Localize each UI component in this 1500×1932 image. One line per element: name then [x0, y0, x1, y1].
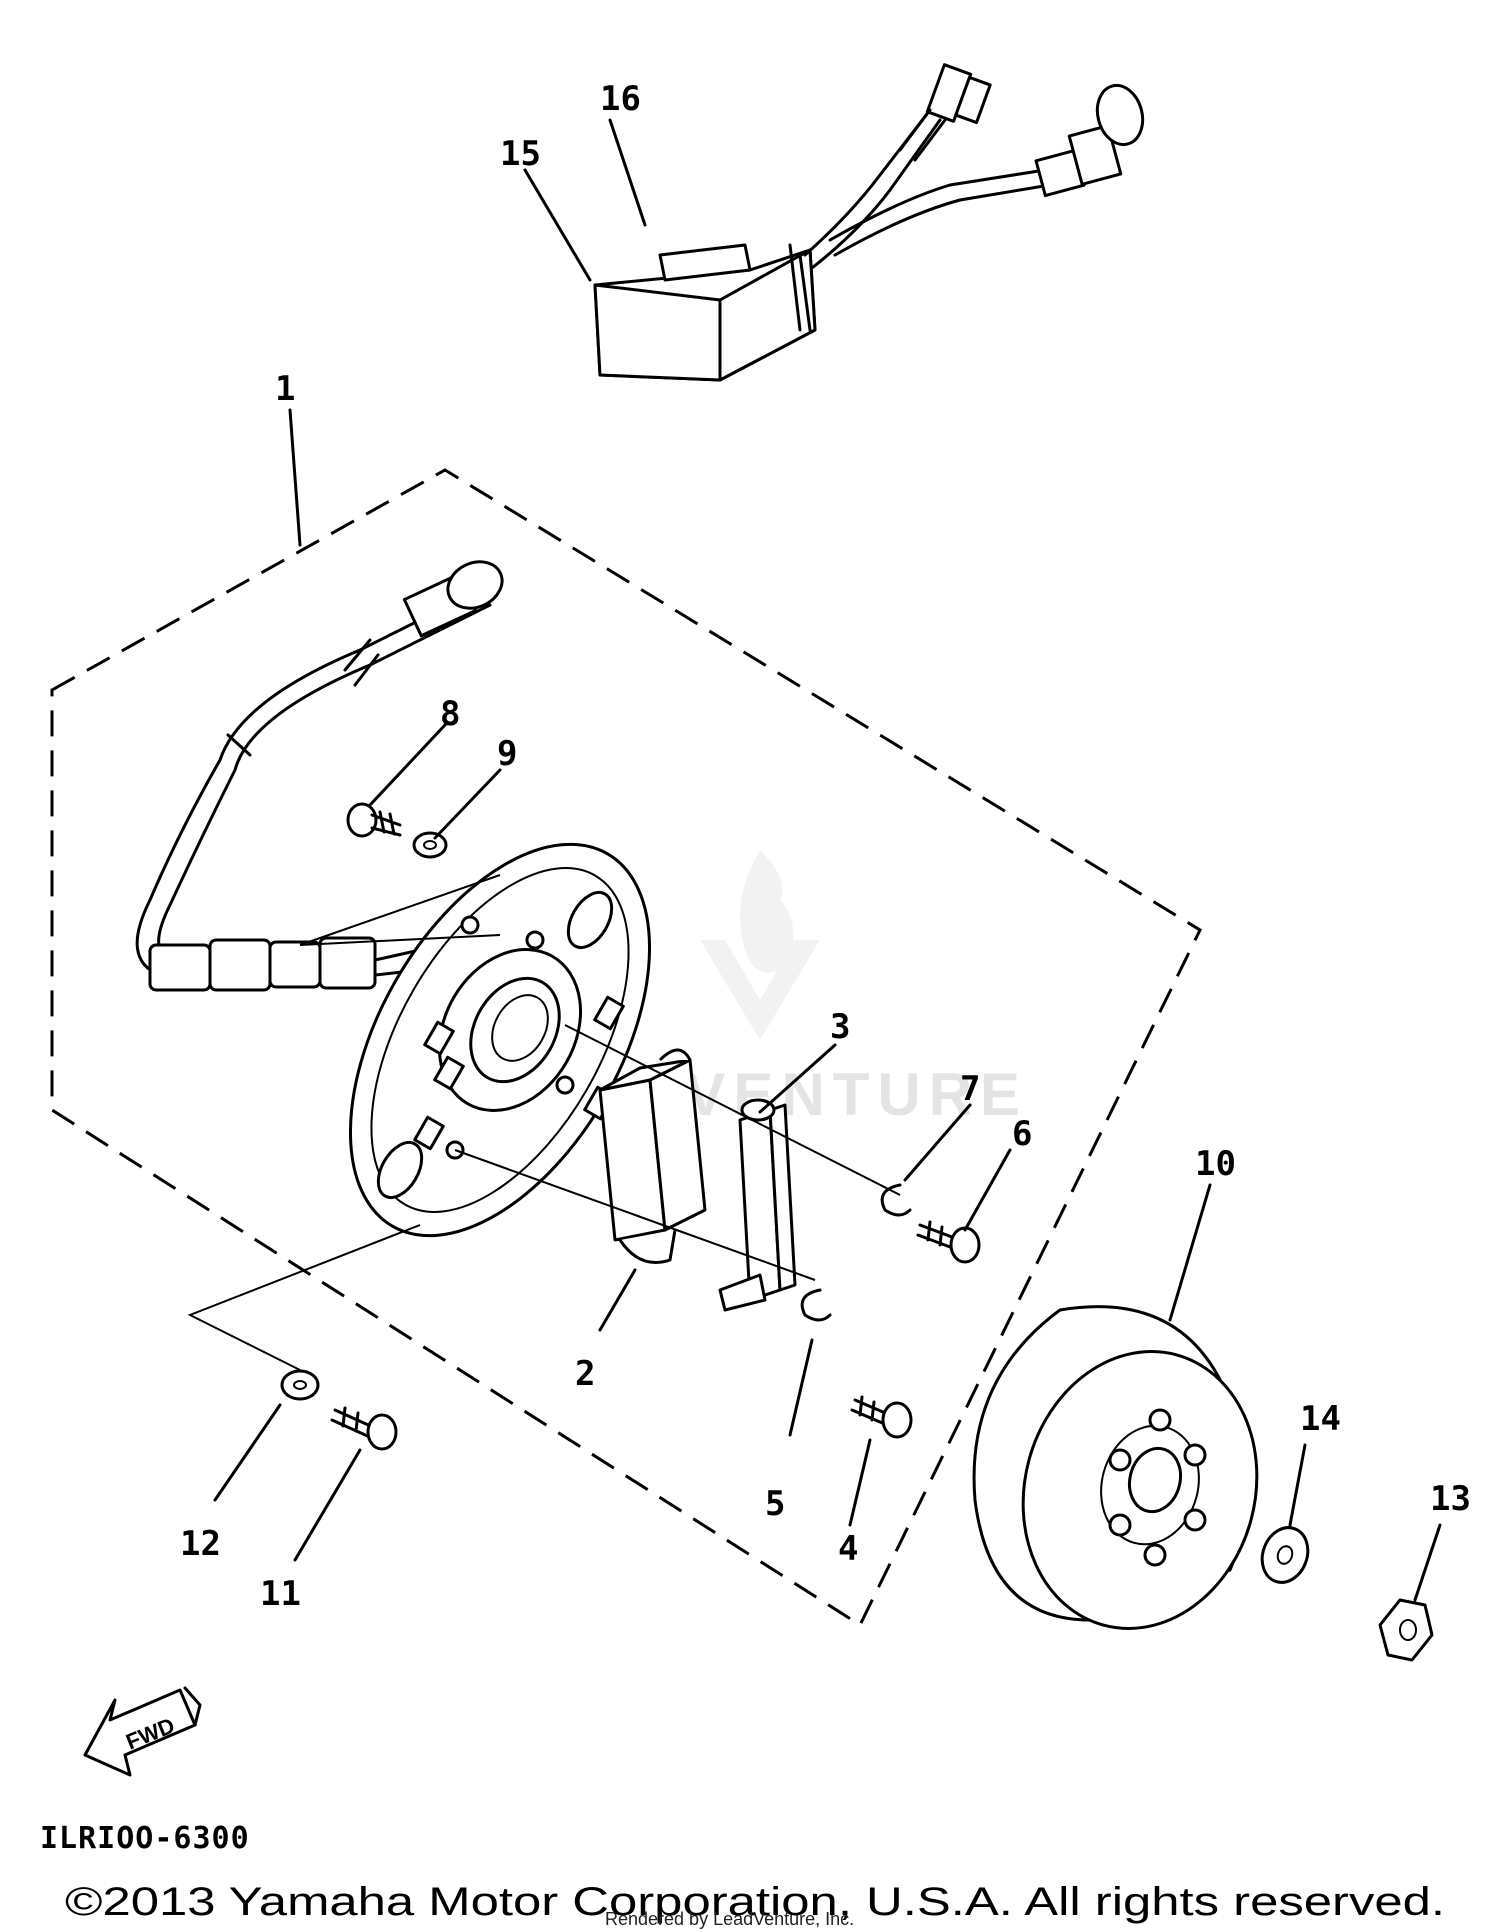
screw-part-8 — [346, 802, 402, 838]
callout-11: 11 — [260, 1574, 301, 1614]
assembly-boundary — [50, 468, 1202, 1628]
flywheel-rotor-part-10 — [972, 1305, 1259, 1630]
nut-part-13 — [1378, 1598, 1434, 1662]
watermark-logo — [700, 850, 820, 1040]
washer-part-9 — [412, 831, 448, 859]
copyright-notice: ©2013 Yamaha Motor Corporation, U.S.A. A… — [65, 1880, 1445, 1924]
callout-10: 10 — [1195, 1144, 1236, 1184]
callout-13: 13 — [1430, 1479, 1471, 1519]
clip-part-7 — [880, 1183, 912, 1217]
diagram-code: ILRIOO-6300 — [40, 1821, 250, 1856]
screw-part-6 — [916, 1220, 981, 1264]
rendered-by-notice: Rendered by LeadVenture, Inc. — [605, 1909, 854, 1929]
callout-15: 15 — [500, 134, 541, 174]
callout-9: 9 — [497, 734, 517, 774]
callout-14: 14 — [1300, 1399, 1341, 1439]
forward-arrow-icon: FWD — [83, 1686, 202, 1777]
clip-part-5 — [800, 1288, 832, 1322]
stator-plate — [348, 842, 652, 1238]
harness — [135, 560, 504, 992]
relay-unit — [593, 63, 1145, 382]
callout-4: 4 — [838, 1529, 858, 1569]
callout-5: 5 — [765, 1484, 785, 1524]
pickup-part-3 — [718, 1098, 797, 1312]
callout-8: 8 — [440, 694, 460, 734]
callout-2: 2 — [575, 1354, 595, 1394]
washer-part-14 — [1260, 1526, 1310, 1584]
callout-16: 16 — [600, 79, 641, 119]
screw-part-11 — [330, 1406, 398, 1451]
screw-part-4 — [850, 1395, 913, 1439]
washer-part-12 — [280, 1369, 320, 1401]
callout-6: 6 — [1012, 1114, 1032, 1154]
callout-12: 12 — [180, 1524, 221, 1564]
coil-part-2 — [598, 1048, 707, 1264]
callout-3: 3 — [830, 1007, 850, 1047]
callout-1: 1 — [275, 369, 295, 409]
callout-7: 7 — [960, 1069, 980, 1109]
